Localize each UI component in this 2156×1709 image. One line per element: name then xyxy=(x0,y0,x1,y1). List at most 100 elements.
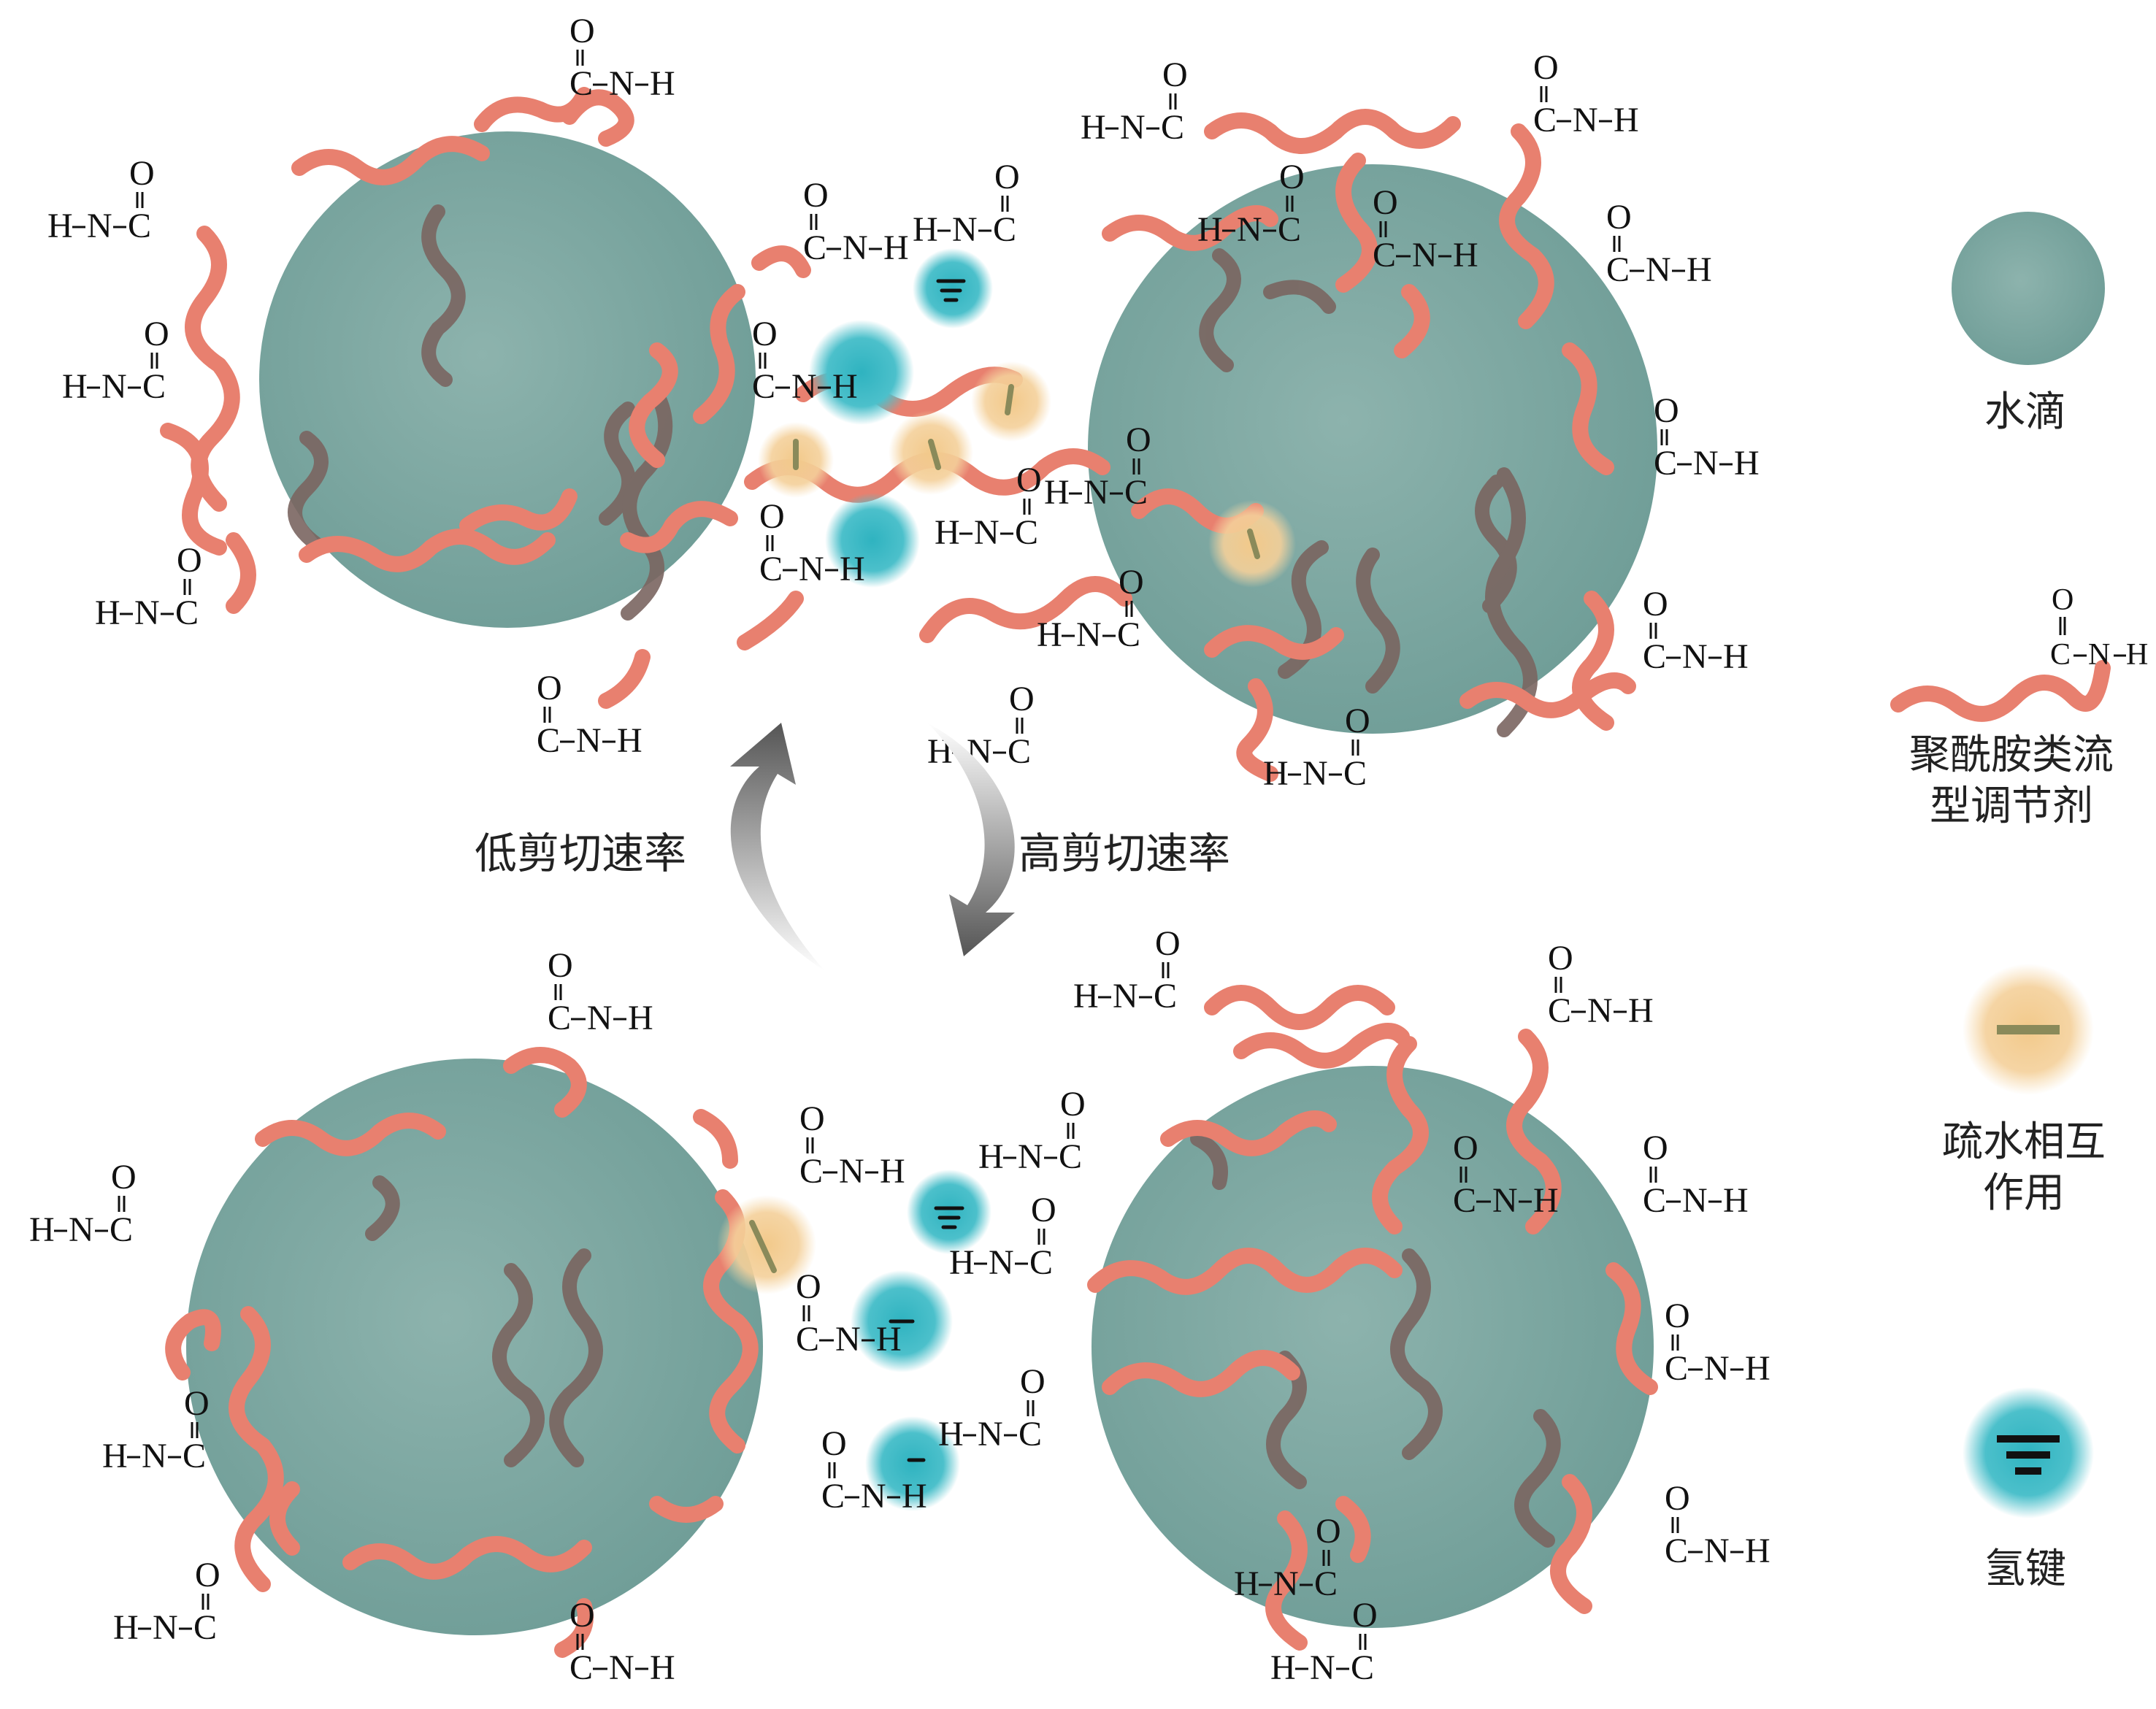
svg-text:N: N xyxy=(1682,1181,1708,1220)
svg-text:C: C xyxy=(993,210,1016,249)
svg-text:N: N xyxy=(87,207,112,245)
svg-text:N: N xyxy=(1682,637,1708,676)
svg-text:C: C xyxy=(1314,1564,1338,1603)
legend-droplet-swatch xyxy=(1952,212,2105,365)
svg-text:H: H xyxy=(938,1415,964,1453)
rheology-chain xyxy=(234,540,248,606)
svg-text:H: H xyxy=(1628,991,1654,1030)
svg-text:H: H xyxy=(913,210,938,249)
svg-text:N: N xyxy=(153,1608,178,1647)
svg-text:N: N xyxy=(609,64,634,103)
svg-text:O: O xyxy=(1453,1129,1478,1167)
svg-text:C: C xyxy=(1008,732,1031,771)
svg-text:C: C xyxy=(183,1437,206,1475)
svg-text:O: O xyxy=(2052,583,2073,617)
legend-rheology-modifier: 聚酰胺类流 型调节剂 xyxy=(1909,730,2114,832)
svg-text:H: H xyxy=(1734,444,1760,483)
svg-text:O: O xyxy=(184,1384,210,1423)
svg-text:N: N xyxy=(101,367,127,406)
svg-text:C: C xyxy=(1015,513,1038,552)
svg-text:N: N xyxy=(142,1437,167,1475)
svg-text:N: N xyxy=(1704,1532,1730,1570)
rheology-chain xyxy=(759,253,803,270)
svg-text:H: H xyxy=(617,721,642,760)
svg-text:C: C xyxy=(1643,637,1666,676)
svg-text:H: H xyxy=(1723,1181,1749,1220)
arrow-low-shear xyxy=(730,723,825,971)
svg-text:N: N xyxy=(1693,444,1719,483)
svg-text:N: N xyxy=(978,1415,1003,1453)
svg-text:C: C xyxy=(1161,108,1184,147)
svg-text:H: H xyxy=(1453,236,1478,274)
svg-text:C: C xyxy=(193,1608,217,1647)
svg-text:H: H xyxy=(47,207,73,245)
svg-text:H: H xyxy=(29,1210,55,1249)
svg-text:C: C xyxy=(128,207,151,245)
svg-text:H: H xyxy=(883,228,909,267)
rheology-chain xyxy=(1212,117,1453,146)
low-shear-label: 低剪切速率 xyxy=(475,829,686,880)
svg-text:C: C xyxy=(759,550,783,588)
svg-text:N: N xyxy=(1237,210,1262,249)
svg-text:O: O xyxy=(752,315,778,353)
svg-text:C: C xyxy=(1124,473,1148,512)
svg-text:H: H xyxy=(1197,210,1223,249)
svg-text:H: H xyxy=(1614,101,1639,139)
svg-text:H: H xyxy=(628,999,653,1037)
svg-text:C: C xyxy=(569,1648,593,1687)
svg-text:H: H xyxy=(935,513,960,552)
svg-text:N: N xyxy=(134,594,160,632)
svg-text:N: N xyxy=(861,1477,886,1516)
svg-text:H: H xyxy=(650,64,675,103)
svg-text:N: N xyxy=(1704,1349,1730,1388)
svg-text:C: C xyxy=(1373,236,1396,274)
svg-text:C: C xyxy=(821,1477,845,1516)
svg-text:N: N xyxy=(1492,1181,1518,1220)
svg-text:O: O xyxy=(1606,198,1632,237)
svg-text:O: O xyxy=(1009,680,1035,718)
svg-text:N: N xyxy=(1573,101,1598,139)
svg-text:H: H xyxy=(113,1608,139,1647)
svg-text:C: C xyxy=(175,594,199,632)
rheology-chain xyxy=(569,97,626,139)
svg-text:O: O xyxy=(1155,924,1181,963)
svg-text:C: C xyxy=(1029,1243,1053,1282)
svg-text:O: O xyxy=(537,669,562,707)
svg-text:N: N xyxy=(974,513,1000,552)
svg-text:O: O xyxy=(1279,158,1305,196)
hydrogen-bond xyxy=(809,320,914,425)
legend-hydrophobic: 疏水相互 作用 xyxy=(1942,1117,2106,1219)
svg-text:C: C xyxy=(1533,101,1557,139)
svg-text:C: C xyxy=(1018,1415,1042,1453)
svg-text:H: H xyxy=(2126,638,2148,672)
svg-text:O: O xyxy=(1665,1297,1690,1335)
hydrophobic-bar xyxy=(1008,387,1011,412)
svg-text:N: N xyxy=(791,367,817,406)
svg-text:N: N xyxy=(587,999,613,1037)
svg-text:N: N xyxy=(1083,473,1109,512)
svg-text:N: N xyxy=(843,228,868,267)
svg-text:N: N xyxy=(989,1243,1014,1282)
hydrophobic-interaction xyxy=(889,410,973,495)
hydrogen-bond xyxy=(913,248,993,329)
svg-text:H: H xyxy=(1533,1181,1559,1220)
svg-text:C: C xyxy=(1059,1137,1082,1176)
svg-text:C: C xyxy=(799,1152,823,1191)
rheology-chain xyxy=(701,1117,730,1161)
svg-text:N: N xyxy=(1018,1137,1043,1176)
svg-text:N: N xyxy=(69,1210,94,1249)
svg-text:C: C xyxy=(1643,1181,1666,1220)
svg-text:H: H xyxy=(650,1648,675,1687)
svg-text:H: H xyxy=(1044,473,1070,512)
legend-hydrophobic-bar xyxy=(1997,1025,2060,1034)
svg-text:H: H xyxy=(949,1243,975,1282)
svg-text:H: H xyxy=(1037,615,1062,654)
svg-text:C: C xyxy=(1548,991,1571,1030)
svg-text:O: O xyxy=(111,1158,137,1197)
svg-text:C: C xyxy=(1343,754,1367,793)
svg-text:N: N xyxy=(2088,638,2110,672)
svg-text:O: O xyxy=(144,315,169,353)
svg-text:N: N xyxy=(1273,1564,1299,1603)
svg-text:N: N xyxy=(835,1320,861,1359)
svg-text:O: O xyxy=(1352,1596,1378,1635)
